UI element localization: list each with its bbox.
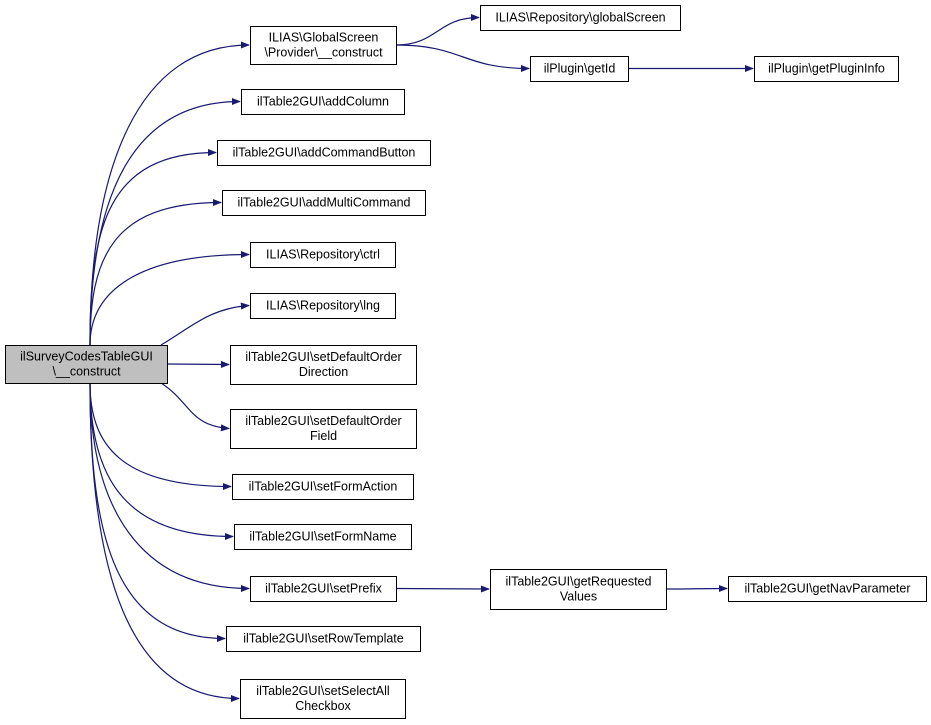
node-box: [728, 576, 927, 602]
node-label-line: \__construct: [52, 365, 121, 379]
node-get-plugin-info[interactable]: ilPlugin\getPluginInfo: [754, 56, 899, 82]
node-label-line: ILIAS\Repository\globalScreen: [495, 11, 665, 25]
node-root[interactable]: ilSurveyCodesTableGUI\__construct: [5, 345, 168, 384]
node-label-line: \Provider\__construct: [264, 46, 383, 60]
node-set-form-name[interactable]: ilTable2GUI\setFormName: [234, 524, 412, 550]
node-label-line: ilTable2GUI\setRowTemplate: [243, 632, 404, 646]
node-box: [217, 140, 431, 166]
node-lng[interactable]: ILIAS\Repository\lng: [250, 293, 396, 319]
node-label-line: ilTable2GUI\addCommandButton: [233, 146, 416, 160]
nodes-layer: ilSurveyCodesTableGUI\__construct ILIAS\G…: [5, 5, 927, 719]
node-box: [250, 26, 397, 65]
node-label-line: ilTable2GUI\setPrefix: [265, 582, 382, 596]
node-add-column[interactable]: ilTable2GUI\addColumn: [241, 89, 405, 115]
node-box: [230, 345, 417, 385]
node-box: [234, 524, 412, 550]
node-label-line: ilTable2GUI\setDefaultOrder: [245, 414, 401, 428]
node-box: [250, 293, 396, 319]
node-set-prefix[interactable]: ilTable2GUI\setPrefix: [250, 576, 397, 602]
node-box: [250, 242, 396, 268]
node-label-line: ILIAS\Repository\ctrl: [266, 248, 380, 262]
node-box: [250, 576, 397, 602]
node-set-row-template[interactable]: ilTable2GUI\setRowTemplate: [226, 626, 421, 652]
edge-gs_construct-to-get_id: [395, 44, 530, 73]
node-box: [222, 190, 426, 216]
node-box: [530, 56, 629, 82]
edge-root-to-add_multi_command: [89, 198, 222, 346]
node-box: [490, 569, 667, 610]
node-box: [754, 56, 899, 82]
edge-root-to-set_form_action: [89, 382, 232, 491]
edge-root-to-set_form_name: [89, 382, 234, 541]
node-add-multi-command[interactable]: ilTable2GUI\addMultiCommand: [222, 190, 426, 216]
node-box: [480, 5, 681, 31]
edge-root-to-set_prefix: [89, 382, 250, 593]
edge-gs_construct-to-global_screen: [395, 13, 480, 46]
node-box: [240, 679, 406, 719]
node-label-line: Field: [310, 429, 337, 443]
node-gs-construct[interactable]: ILIAS\GlobalScreen\Provider\__construct: [250, 26, 397, 65]
node-ctrl[interactable]: ILIAS\Repository\ctrl: [250, 242, 396, 268]
node-box: [230, 409, 417, 449]
edge-root-to-set_default_order_direction: [166, 360, 230, 369]
node-label-line: ilTable2GUI\getRequested: [506, 575, 652, 589]
node-box: [241, 89, 405, 115]
node-get-nav-parameter[interactable]: ilTable2GUI\getNavParameter: [728, 576, 927, 602]
edge-root-to-ctrl: [89, 250, 250, 346]
edge-root-to-set_row_template: [89, 382, 226, 643]
node-label-line: ilPlugin\getId: [544, 62, 616, 76]
node-label-line: ilTable2GUI\getNavParameter: [744, 582, 910, 596]
node-label-line: ILIAS\Repository\lng: [266, 299, 380, 313]
edge-root-to-set_select_all_checkbox: [89, 382, 240, 703]
node-label-line: ilPlugin\getPluginInfo: [768, 62, 885, 76]
node-label-line: ilTable2GUI\setFormAction: [249, 480, 398, 494]
node-label-line: ilTable2GUI\setSelectAll: [256, 684, 389, 698]
node-label-line: Values: [560, 590, 597, 604]
edge-root-to-add_column: [89, 97, 241, 346]
node-label-line: ilTable2GUI\addColumn: [257, 95, 389, 109]
edge-set_prefix-to-get_requested_values: [395, 585, 490, 593]
node-add-command-button[interactable]: ilTable2GUI\addCommandButton: [217, 140, 431, 166]
node-box: [5, 345, 168, 384]
edge-get_requested_values-to-get_nav_parameter: [665, 584, 728, 593]
node-label-line: Checkbox: [295, 699, 351, 713]
node-label-line: Direction: [299, 365, 348, 379]
node-set-form-action[interactable]: ilTable2GUI\setFormAction: [232, 474, 414, 500]
edges-layer: [89, 13, 754, 703]
node-box: [232, 474, 414, 500]
node-box: [226, 626, 421, 652]
edge-root-to-lng: [160, 302, 250, 346]
node-label-line: ilTable2GUI\setFormName: [249, 530, 396, 544]
edge-root-to-set_default_order_field: [160, 382, 230, 432]
node-label-line: ILIAS\GlobalScreen: [269, 31, 379, 45]
node-global-screen[interactable]: ILIAS\Repository\globalScreen: [480, 5, 681, 31]
node-label-line: ilTable2GUI\setDefaultOrder: [245, 350, 401, 364]
node-get-id[interactable]: ilPlugin\getId: [530, 56, 629, 82]
edge-root-to-add_command_button: [89, 148, 217, 346]
node-label-line: ilTable2GUI\addMultiCommand: [238, 196, 411, 210]
node-label-line: ilSurveyCodesTableGUI: [20, 350, 153, 364]
